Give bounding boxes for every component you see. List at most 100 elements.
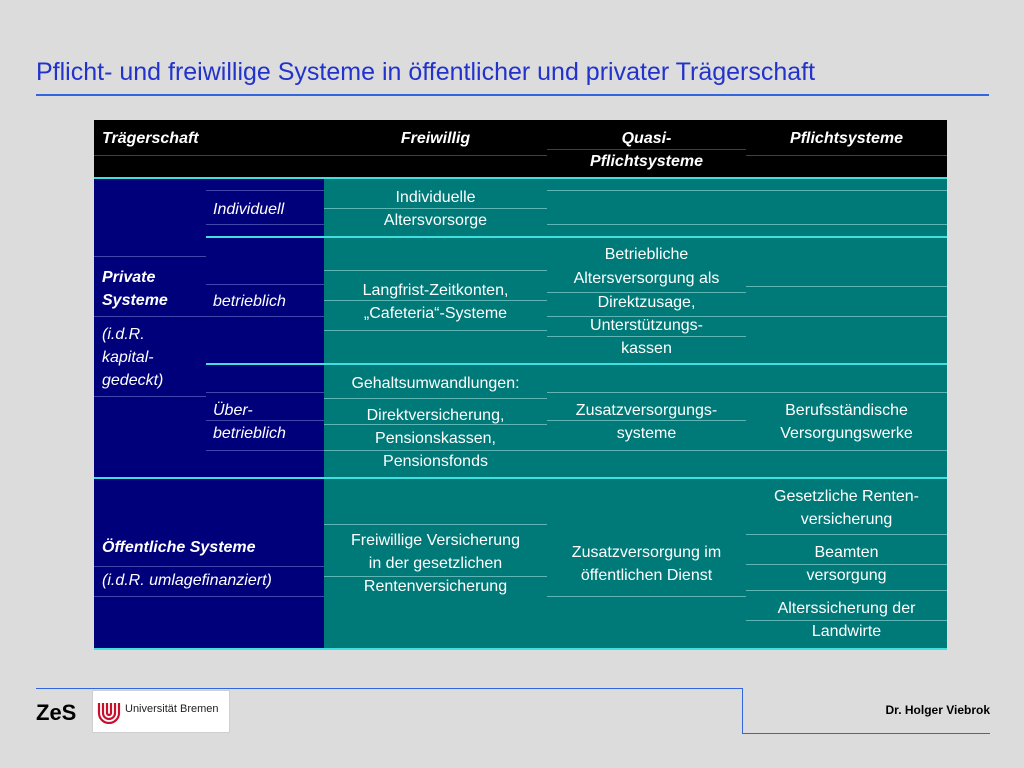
grid-line: [324, 330, 547, 331]
ueberbetrieblich-label-2: betrieblich: [213, 425, 286, 442]
grid-line: [547, 596, 746, 597]
public-pflicht-a1: Gesetzliche Renten-: [774, 488, 919, 505]
row-separator: [206, 236, 947, 238]
freiwillig-column: [324, 178, 547, 650]
betrieblich-quasi-1: Betriebliche: [604, 246, 689, 263]
individuell-label: Individuell: [213, 201, 285, 218]
grid-line: [746, 316, 947, 317]
grid-line: [324, 450, 547, 451]
row-separator: [94, 477, 947, 479]
ueberbetrieblich-quasi-2: systeme: [616, 425, 677, 442]
grid-line: [547, 392, 947, 393]
grid-line: [206, 284, 324, 285]
grid-line: [94, 396, 206, 397]
grid-line: [746, 155, 947, 156]
betrieblich-quasi-5: kassen: [621, 340, 672, 357]
public-quasi-1: Zusatzversorgung im: [571, 544, 722, 561]
grid-line: [206, 190, 324, 191]
header-quasi-label-1: Quasi-: [621, 130, 672, 147]
betrieblich-quasi-2: Altersversorgung als: [573, 270, 720, 287]
grid-line: [324, 424, 547, 425]
grid-line: [94, 316, 206, 317]
public-label: Öffentliche Systeme: [102, 539, 256, 556]
ueberbetrieblich-pflicht-2: Versorgungswerke: [780, 425, 913, 442]
grid-line: [206, 420, 324, 421]
grid-line: [746, 590, 947, 591]
header-quasi-label-2: Pflichtsysteme: [590, 153, 703, 170]
footer-rule: [36, 688, 742, 689]
grid-line: [206, 450, 324, 451]
header-quasi: [547, 120, 746, 178]
grid-line: [324, 398, 547, 399]
grid-line: [324, 208, 547, 209]
quasi-column: [547, 178, 746, 650]
table-bottom-border: [94, 648, 947, 650]
header-pflicht-label: Pflichtsysteme: [790, 130, 903, 147]
header-traeger: [94, 120, 324, 178]
grid-line: [547, 316, 746, 317]
footer-rule-vertical: [742, 688, 743, 734]
public-pflicht-b2: versorgung: [806, 567, 887, 584]
header-freiwillig: [324, 120, 547, 178]
betrieblich-quasi-3: Direktzusage,: [597, 294, 696, 311]
grid-line: [324, 300, 547, 301]
grid-line: [324, 524, 547, 525]
public-pflicht-c2: Landwirte: [811, 623, 882, 640]
author-name: Dr. Holger Viebrok: [885, 703, 990, 717]
zes-label: ZeS: [36, 700, 77, 725]
public-quasi-2: öffentlichen Dienst: [580, 567, 713, 584]
university-logo-icon: [97, 703, 121, 724]
betrieblich-quasi-4: Unterstützungs-: [590, 317, 703, 334]
header-traeger-label: Trägerschaft: [102, 130, 199, 147]
individuell-freiwillig-2: Altersvorsorge: [383, 212, 488, 229]
ueberbetrieblich-freiwillig-4: Pensionsfonds: [383, 453, 488, 470]
grid-line: [206, 392, 324, 393]
private-note-1: (i.d.R.: [102, 326, 145, 343]
ueberbetrieblich-pflicht-1: Berufsständische: [785, 402, 908, 419]
grid-line: [746, 620, 947, 621]
ueberbetrieblich-label-1: Über-: [213, 402, 253, 419]
public-label-cell: [94, 478, 324, 650]
grid-line: [324, 576, 547, 577]
betrieblich-freiwillig-2: „Cafeteria“-Systeme: [363, 305, 508, 322]
ueberbetrieblich-freiwillig-3: Pensionskassen,: [375, 430, 496, 447]
grid-line: [206, 224, 324, 225]
private-subtype-cell: [206, 178, 324, 478]
public-pflicht-c1: Alterssicherung der: [777, 600, 916, 617]
private-label-2: Systeme: [102, 292, 168, 309]
public-note: (i.d.R. umlagefinanziert): [102, 572, 272, 589]
private-label-cell: [94, 178, 206, 478]
header-pflicht: [746, 120, 947, 178]
public-freiwillig-3: Rentenversicherung: [363, 578, 508, 595]
grid-line: [324, 270, 547, 271]
grid-line: [324, 155, 547, 156]
grid-line: [547, 149, 746, 150]
row-separator: [94, 177, 947, 179]
grid-line: [94, 256, 206, 257]
grid-line: [547, 190, 947, 191]
private-note-3: gedeckt): [102, 372, 164, 389]
grid-line: [547, 224, 947, 225]
slide-title: Pflicht- und freiwillige Systeme in öffe…: [36, 58, 816, 86]
systems-table: Trägerschaft Freiwillig Quasi- Pflichtsy…: [94, 120, 947, 650]
grid-line: [94, 596, 324, 597]
header-freiwillig-label: Freiwillig: [400, 130, 471, 147]
grid-line: [746, 534, 947, 535]
grid-line: [206, 316, 324, 317]
footer-rule-right: [742, 733, 990, 734]
grid-line: [94, 566, 324, 567]
grid-line: [547, 336, 746, 337]
individuell-freiwillig-1: Individuelle: [395, 189, 476, 206]
row-separator: [206, 363, 947, 365]
grid-line: [547, 292, 746, 293]
pflicht-column: [746, 178, 947, 650]
ueberbetrieblich-freiwillig-2: Direktversicherung,: [366, 407, 505, 424]
public-pflicht-b1: Beamten: [814, 544, 879, 561]
ueberbetrieblich-quasi-1: Zusatzversorgungs-: [575, 402, 718, 419]
public-pflicht-a2: versicherung: [800, 511, 893, 528]
title-rule: [36, 94, 989, 96]
public-freiwillig-2: in der gesetzlichen: [368, 555, 503, 572]
private-note-2: kapital-: [102, 349, 154, 366]
grid-line: [746, 564, 947, 565]
university-logo: Universität Bremen: [92, 690, 230, 733]
